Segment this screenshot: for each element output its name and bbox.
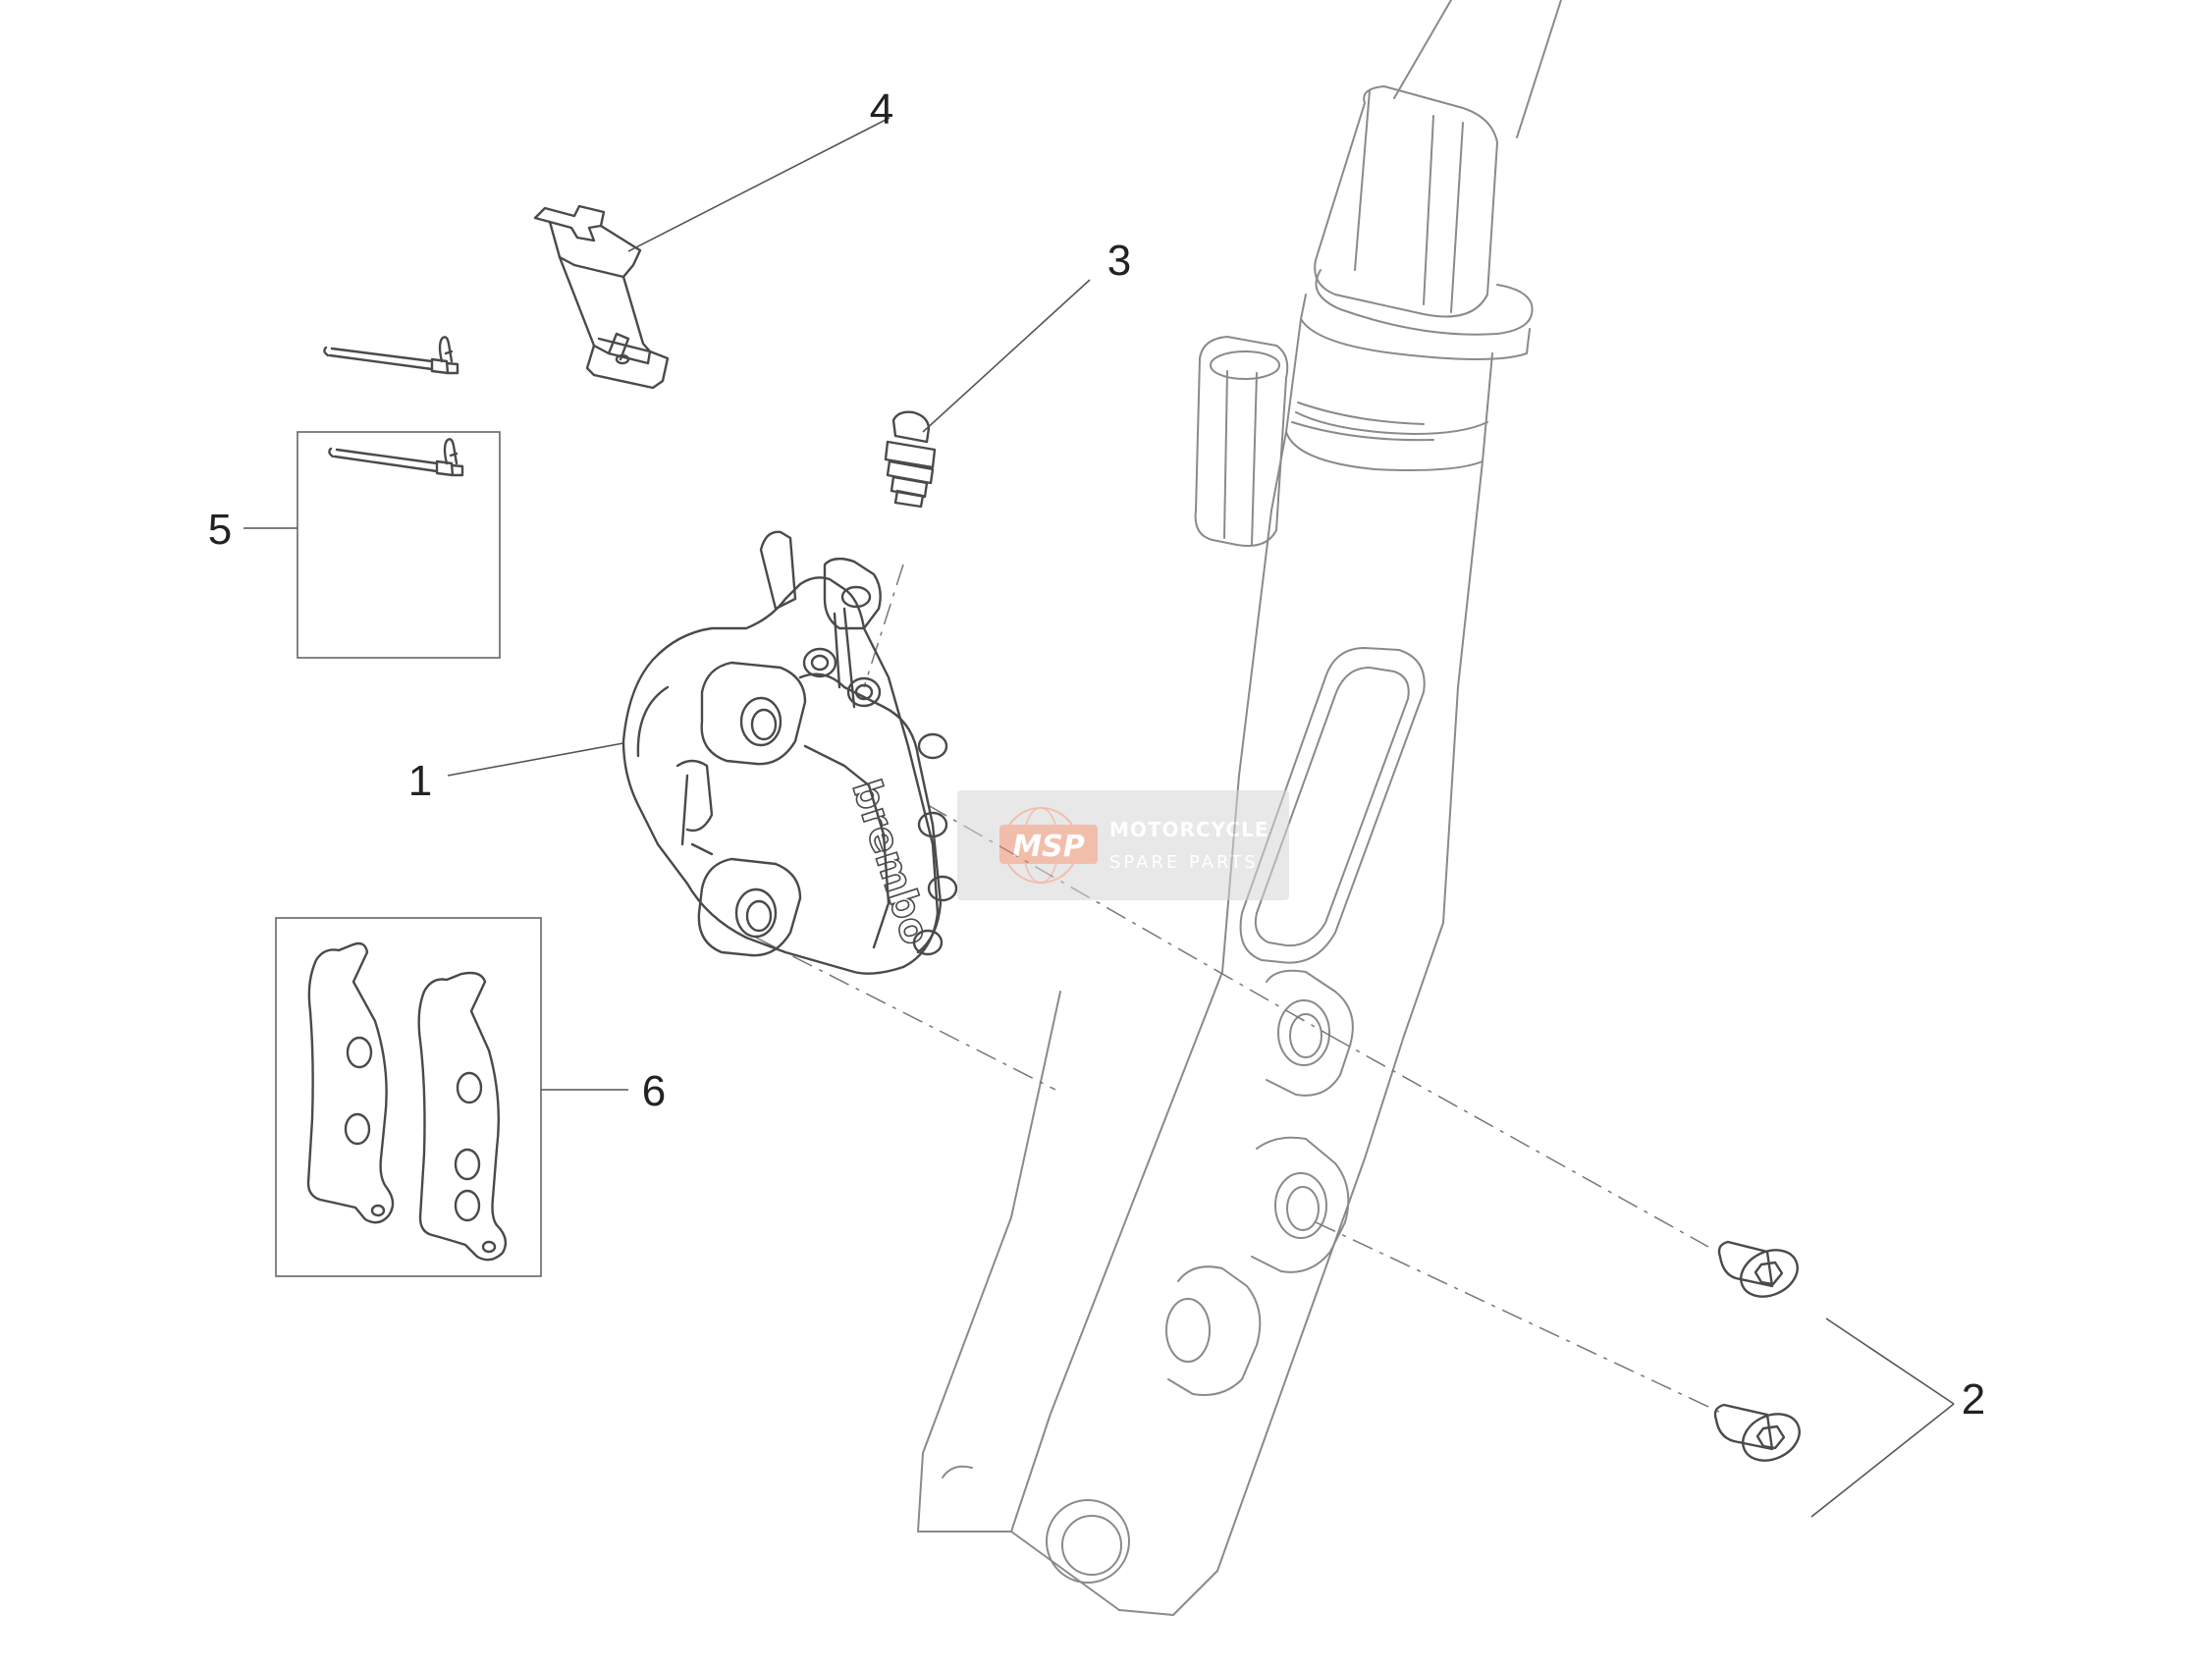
watermark-logo-text: MSP [1012,830,1084,864]
part-1-brake-caliper: brembo [621,530,958,975]
callout-leader-lines [243,117,1955,1518]
part-6-brake-pads [275,917,542,1277]
watermark-panel [957,790,1289,900]
callout-6: 6 [642,1067,666,1115]
part-5-box [297,431,501,659]
part-2-mounting-bolts [1713,1240,1801,1462]
watermark-title: MOTORCYCLE [1109,818,1268,841]
callout-3: 3 [1107,237,1131,285]
part-5-pin-kit [297,336,501,659]
watermark: MSP MOTORCYCLE SPARE PARTS [957,790,1289,900]
part-6-box [275,917,542,1277]
callout-numbers: 4 3 5 1 6 2 [208,85,1985,1424]
watermark-subtitle: SPARE PARTS [1109,852,1259,873]
callout-4: 4 [870,85,893,134]
part-3-bleed-valve [884,410,937,509]
callout-5: 5 [208,506,232,554]
watermark-logo: MSP [999,807,1098,884]
part-4-pad-spring [533,204,670,390]
callout-2: 2 [1962,1375,1985,1424]
assembly-axis-lines [755,564,1724,1415]
fork-leg [917,0,1562,1616]
caliper-brand-text: brembo [842,775,938,950]
callout-1: 1 [408,757,432,805]
